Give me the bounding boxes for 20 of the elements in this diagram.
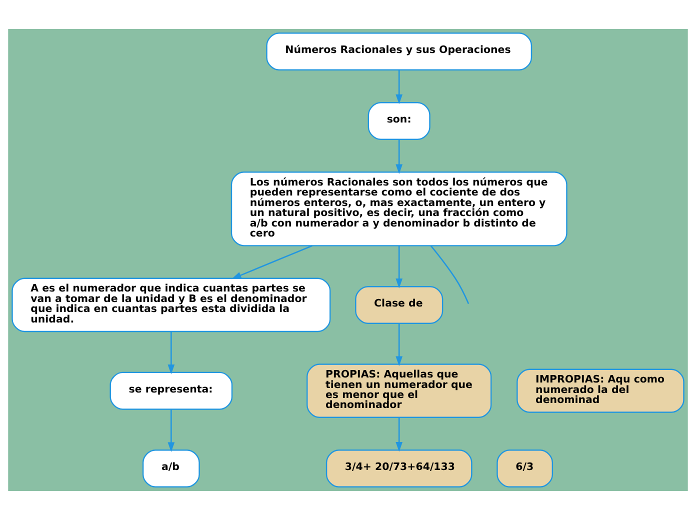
node-box: Los números Racionales son todos los números que pueden representarse como el cociente de dos números enteros, o, mas exactamente, un entero y un natural positivo, es decir, una fracción como a/b con numerador a y denominador b distinto de cero xyxy=(230,171,568,246)
arrow xyxy=(396,417,403,452)
node-box: 6/3 xyxy=(496,450,554,488)
node-box: PROPIAS: Aquellas que tienen un numerador que es menor que el denominador xyxy=(306,364,492,418)
node-box: Clase de xyxy=(355,286,444,324)
arrow xyxy=(396,70,403,104)
node-box: son: xyxy=(368,102,430,140)
node-box: 3/4+ 20/73+64/133 xyxy=(326,450,472,488)
node-box: se representa: xyxy=(110,372,233,410)
node-box: IMPROPIAS: Aqu como numerado la del denominad xyxy=(516,368,684,413)
arrow xyxy=(396,246,403,288)
arrow xyxy=(168,409,175,452)
node-box: a/b xyxy=(142,450,200,488)
arrow xyxy=(396,324,403,366)
node-box: Números Racionales y sus Operaciones xyxy=(266,32,532,70)
connector xyxy=(430,245,470,304)
arrow xyxy=(396,140,403,174)
arrow xyxy=(231,245,313,280)
arrow xyxy=(168,332,175,374)
node-box: A es el numerador que indica cuantas partes se van a tomar de la unidad y B es el denominador que indica en cuantas partes esta dividida la unidad. xyxy=(12,278,331,332)
